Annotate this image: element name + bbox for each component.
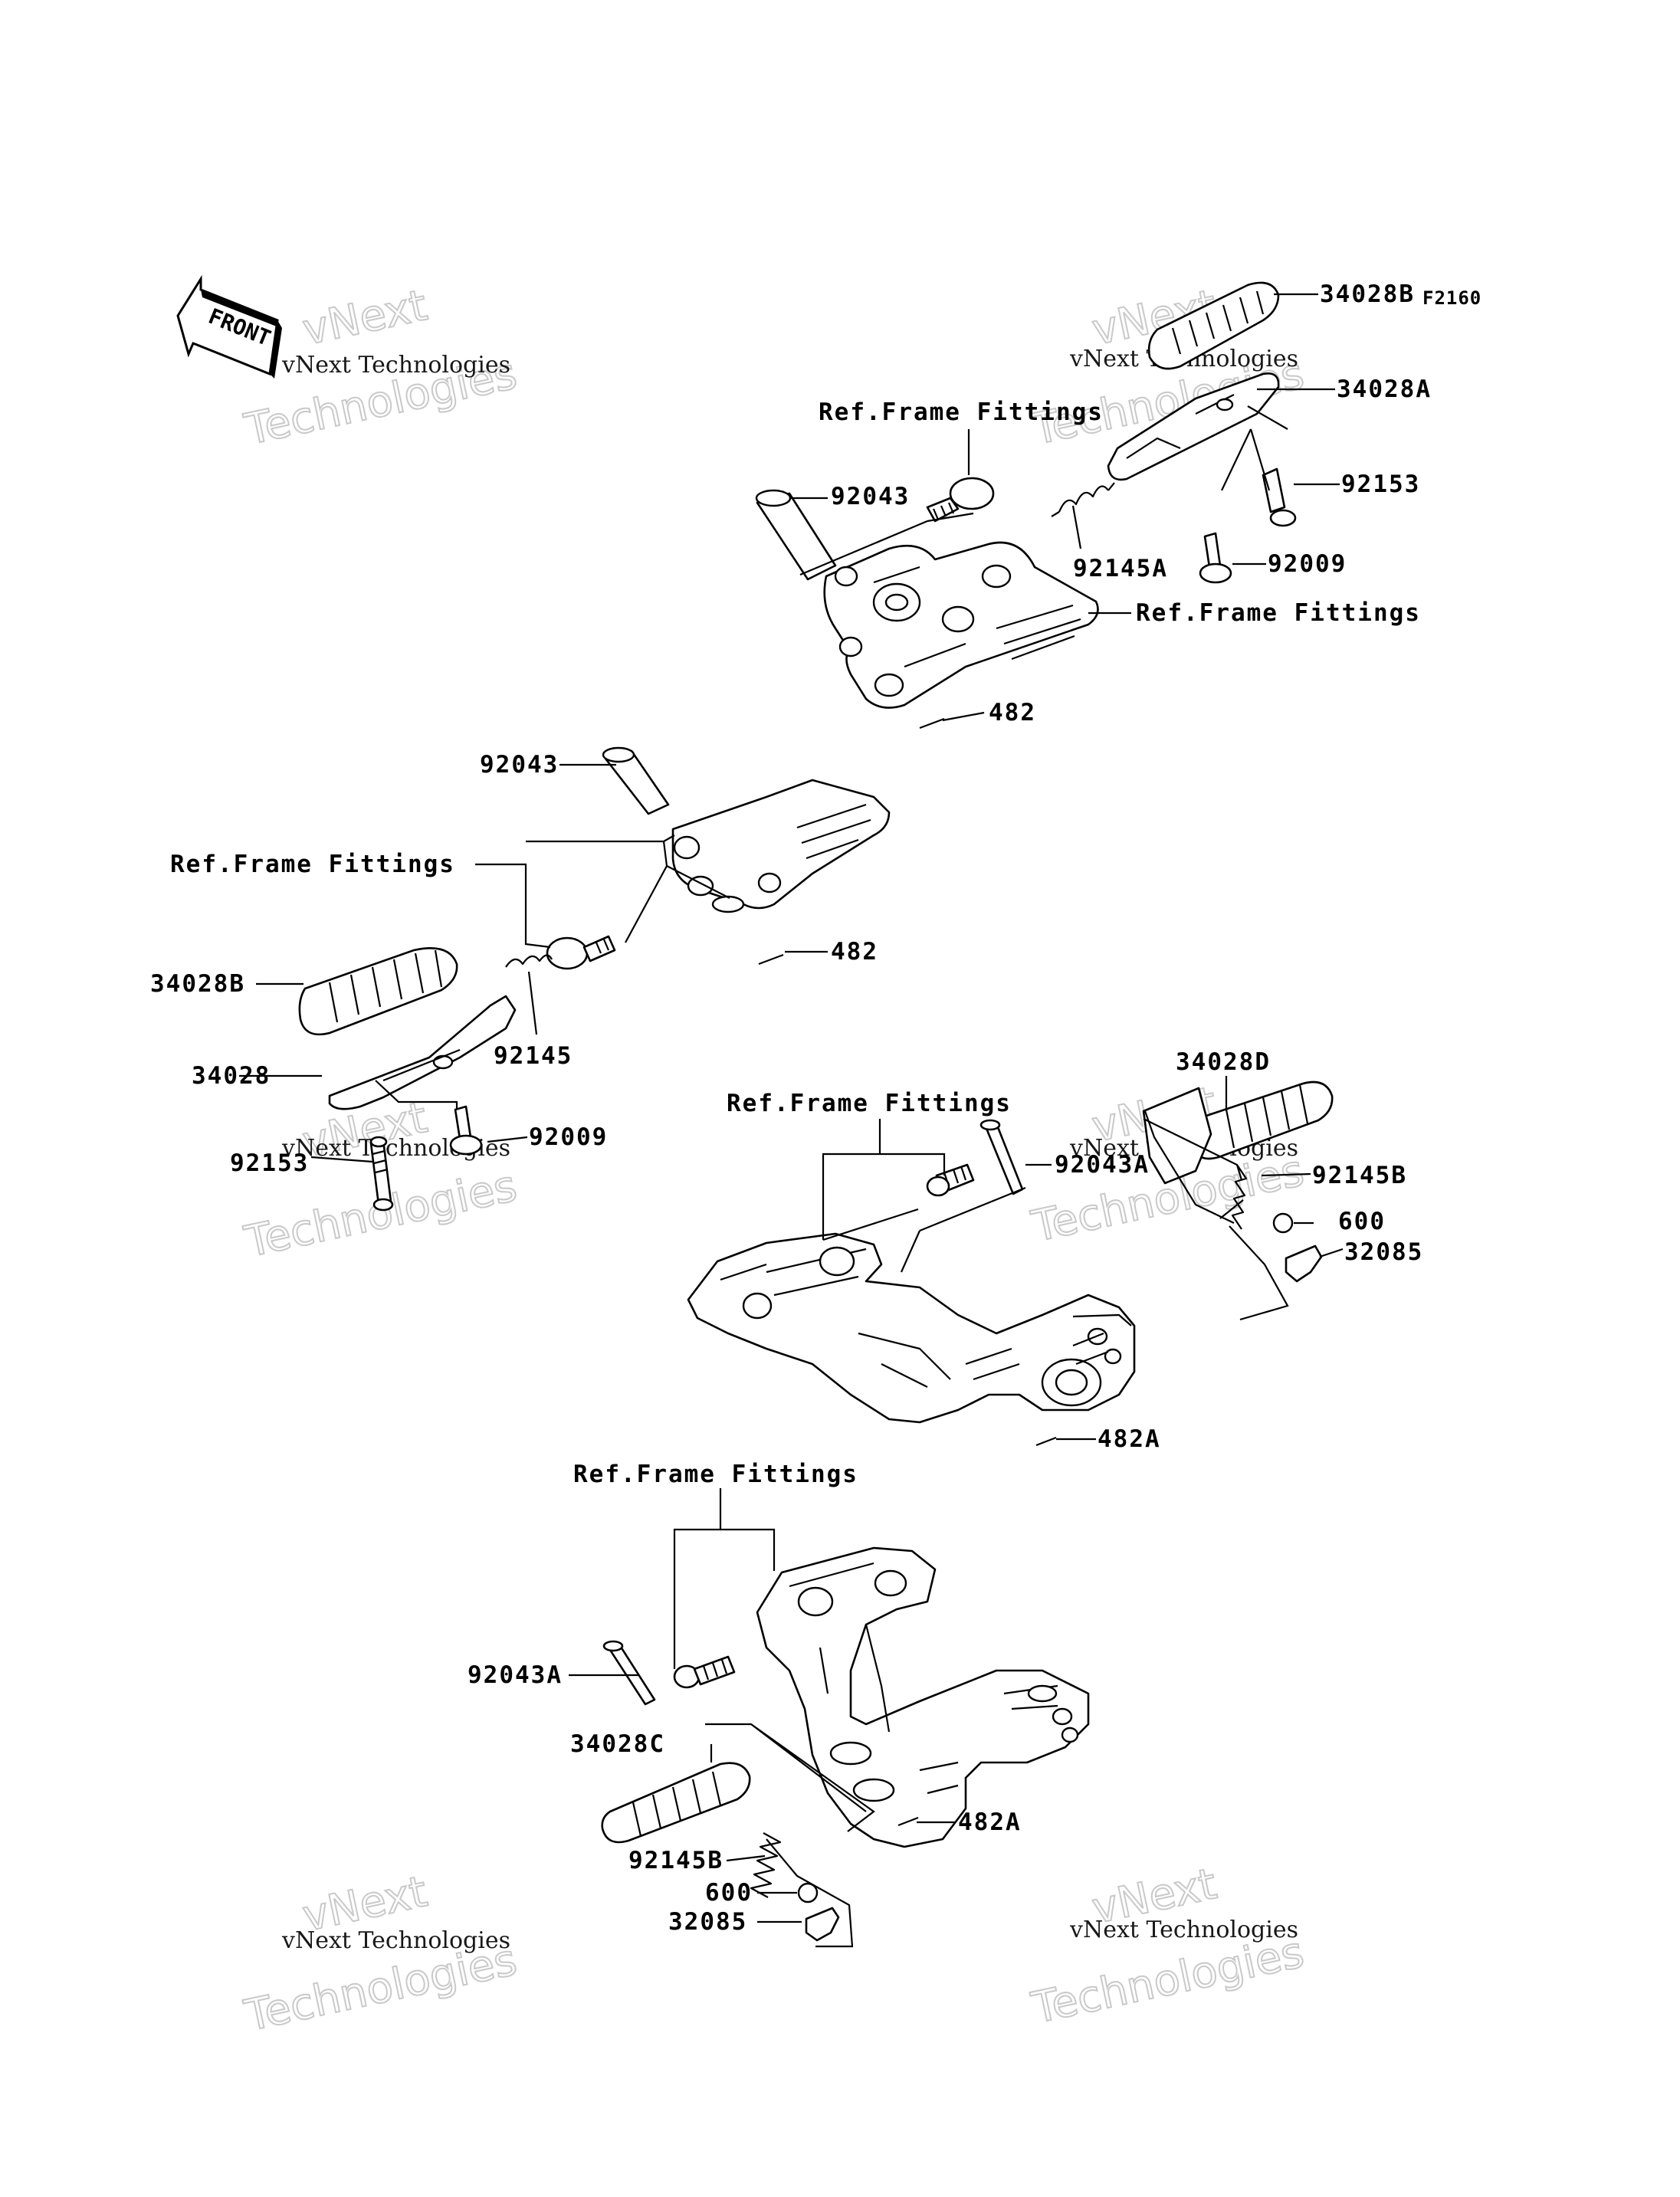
callout-92009-left: 92009 (529, 1123, 608, 1151)
plate-32085-bottom (805, 1907, 840, 1942)
pin-92043A-mid (979, 1119, 1024, 1195)
callout-92043-top: 92043 (831, 483, 910, 510)
callout-92145A: 92145A (1073, 555, 1168, 582)
footpeg-rubber-34028C (601, 1762, 751, 1844)
pin-92043A-bottom (602, 1640, 656, 1706)
spring-92145B-right (1231, 1164, 1248, 1230)
spring-92145B-bottom (750, 1832, 782, 1898)
callout-92145B-right: 92145B (1312, 1162, 1407, 1189)
callout-ref-frame-bottom: Ref.Frame Fittings (573, 1461, 858, 1488)
bolt-top-ref (926, 477, 995, 523)
bolt-mid-right-ref (926, 1163, 975, 1197)
clip-482-mid (758, 953, 784, 966)
bolt-mid-ref (546, 935, 616, 970)
callout-482A-bottom: 482A (958, 1808, 1022, 1836)
callout-92153-left: 92153 (230, 1149, 309, 1177)
callout-34028C: 34028C (570, 1730, 665, 1758)
pin-92043-mid (602, 746, 670, 815)
callout-92145B-bottom: 92145B (628, 1847, 724, 1874)
callout-600-right: 600 (1338, 1208, 1386, 1235)
front-arrow-icon: FRONT (176, 274, 282, 379)
callout-34028D: 34028D (1176, 1048, 1271, 1076)
callout-34028A: 34028A (1337, 375, 1432, 403)
spring-mid-left (505, 954, 553, 968)
svg-text:vNext Technologies: vNext Technologies (281, 352, 510, 379)
svg-text:vNext Technologies: vNext Technologies (1069, 1917, 1298, 1943)
pin-92043-top (755, 489, 837, 581)
footpeg-rubber-top-right (1147, 281, 1280, 370)
bolt-92153-top (1262, 467, 1297, 527)
bolt-92009-mid (449, 1105, 483, 1156)
callout-482-mid: 482 (831, 938, 878, 966)
bolt-92009-top (1199, 532, 1232, 584)
callout-32085-bottom: 32085 (668, 1908, 747, 1936)
svg-text:vNext Technologies: vNext Technologies (281, 1927, 510, 1954)
plate-32085-right (1285, 1244, 1323, 1283)
clip-482-top (919, 717, 945, 730)
ball-600-bottom (797, 1882, 819, 1904)
callout-34028B-top-right: 34028B (1320, 280, 1415, 308)
callout-92043-mid: 92043 (480, 751, 559, 779)
watermark-bottom-right: vNext Technologies vNext Technologies (1026, 1858, 1308, 2035)
ball-600-right (1272, 1212, 1294, 1234)
svg-text:Technologies: Technologies (1027, 1927, 1308, 2034)
callout-92153-top-right: 92153 (1341, 471, 1420, 498)
callout-34028: 34028 (192, 1062, 271, 1090)
clip-482A-bottom (897, 1816, 919, 1827)
leader-lines (239, 293, 1344, 1948)
figure-code: F2160 (1422, 287, 1481, 309)
bolt-bottom-ref (673, 1655, 736, 1689)
clip-482A-mid (1035, 1436, 1057, 1447)
callout-92043A-bottom: 92043A (468, 1661, 563, 1689)
callout-600-bottom: 600 (705, 1879, 753, 1907)
callout-ref-frame-top-2: Ref.Frame Fittings (1136, 599, 1421, 627)
footpeg-bracket-top-right (1107, 372, 1280, 481)
callout-482-top: 482 (989, 699, 1036, 726)
callout-32085-right: 32085 (1344, 1238, 1423, 1266)
watermark-bottom-left: vNext Technologies vNext Technologies (239, 1866, 521, 2042)
callout-92009-top-right: 92009 (1268, 550, 1347, 578)
callout-92043A-mid: 92043A (1055, 1151, 1150, 1179)
callout-ref-frame-top-1: Ref.Frame Fittings (819, 398, 1104, 426)
callout-ref-frame-left: Ref.Frame Fittings (170, 851, 455, 878)
rear-frame-mid (687, 1232, 1136, 1424)
watermark-top-left: vNext Technologies vNext Technologies (239, 280, 521, 456)
bracket-top-assembly (823, 541, 1099, 709)
callout-ref-frame-mid: Ref.Frame Fittings (727, 1090, 1012, 1117)
bracket-mid-left (671, 779, 891, 913)
svg-text:vNext: vNext (298, 280, 431, 356)
callout-92145: 92145 (494, 1042, 573, 1070)
bolt-92153-mid (369, 1136, 394, 1212)
footpeg-rubber-mid-left (298, 947, 458, 1036)
callout-34028B-left: 34028B (150, 970, 245, 998)
callout-482A-mid: 482A (1098, 1425, 1161, 1453)
rear-frame-bottom (756, 1546, 1090, 1848)
spring-top-right (1051, 482, 1115, 517)
